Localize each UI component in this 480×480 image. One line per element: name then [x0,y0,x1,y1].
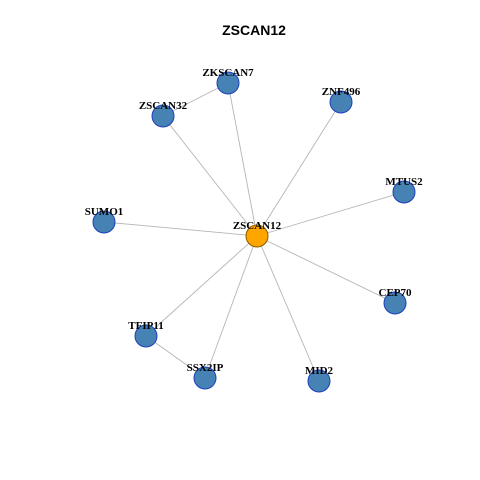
edge-zscan12-tfip11 [145,235,258,337]
node-zkscan7 [216,71,240,95]
node-label-mtus2: MTUS2 [385,176,423,188]
node-mid2 [307,369,331,393]
node-ssx2ip [193,366,217,390]
node-cep70 [383,291,407,315]
node-tfip11 [134,324,158,348]
edge-zscan12-mtus2 [256,191,405,237]
node-label-ssx2ip: SSX2IP [187,362,224,374]
node-layer [92,71,416,393]
node-label-znf496: ZNF496 [322,86,361,98]
edge-zscan12-mid2 [256,235,320,382]
node-zscan12 [245,224,269,248]
node-label-cep70: CEP70 [379,287,413,299]
edge-zscan12-cep70 [256,235,396,304]
node-label-mid2: MID2 [305,365,334,377]
node-mtus2 [392,180,416,204]
node-label-zscan12: ZSCAN12 [233,220,282,232]
node-sumo1 [92,210,116,234]
edge-zscan12-zkscan7 [227,82,258,237]
edge-zscan12-sumo1 [103,221,258,237]
edge-zscan12-zscan32 [162,115,258,237]
edge-zkscan7-zscan32 [162,82,229,117]
edge-layer [103,82,405,382]
node-zscan32 [151,104,175,128]
node-label-zscan32: ZSCAN32 [139,100,188,112]
edge-zscan12-ssx2ip [204,235,258,379]
edge-tfip11-ssx2ip [145,335,206,379]
graph-title: ZSCAN12 [222,22,286,38]
edge-zscan12-znf496 [256,101,342,237]
node-znf496 [329,90,353,114]
node-label-sumo1: SUMO1 [85,206,124,218]
node-label-zkscan7: ZKSCAN7 [202,67,254,79]
node-label-tfip11: TFIP11 [128,320,163,332]
